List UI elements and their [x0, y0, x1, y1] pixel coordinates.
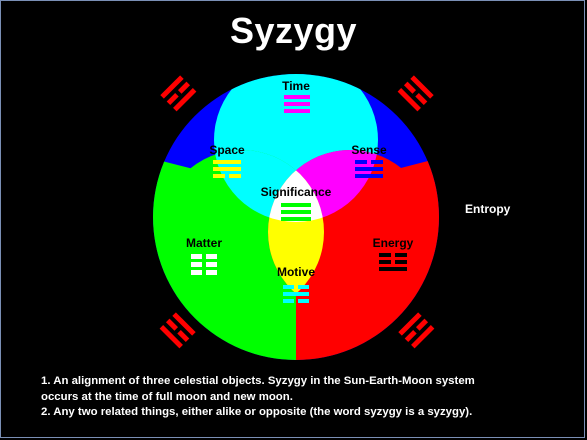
- label-time: Time: [282, 79, 310, 93]
- trigram-corner-bottom-right-icon: [398, 312, 435, 349]
- trigram-corner-top-left-icon: [160, 75, 197, 112]
- label-significance: Significance: [260, 185, 332, 199]
- definition-notes: 1. An alignment of three celestial objec…: [41, 374, 581, 421]
- trigram-time-icon: [284, 95, 310, 113]
- label-matter: Matter: [185, 236, 222, 250]
- region-significance-fill: [268, 150, 324, 222]
- label-motive: Motive: [276, 265, 315, 279]
- label-space: Space: [209, 143, 245, 157]
- trigram-sense-icon: [355, 160, 383, 178]
- note-line-1: 1. An alignment of three celestial objec…: [41, 375, 475, 387]
- note-line-3: 2. Any two related things, either alike …: [41, 406, 473, 418]
- label-entropy: Entropy: [465, 202, 511, 216]
- trigram-energy-icon: [379, 253, 407, 271]
- trigram-corner-bottom-left-icon: [159, 312, 196, 349]
- trigram-corner-top-right-icon: [397, 75, 434, 112]
- trigram-motive-icon: [283, 285, 309, 303]
- slide-title: Syzygy: [229, 10, 358, 51]
- note-line-2: occurs at the time of full moon and new …: [41, 390, 293, 403]
- trigram-matter-icon: [191, 254, 217, 275]
- label-sense: Sense: [351, 143, 387, 157]
- label-energy: Energy: [372, 236, 414, 250]
- trigram-space-icon: [213, 160, 241, 178]
- trigram-significance-icon: [281, 203, 311, 221]
